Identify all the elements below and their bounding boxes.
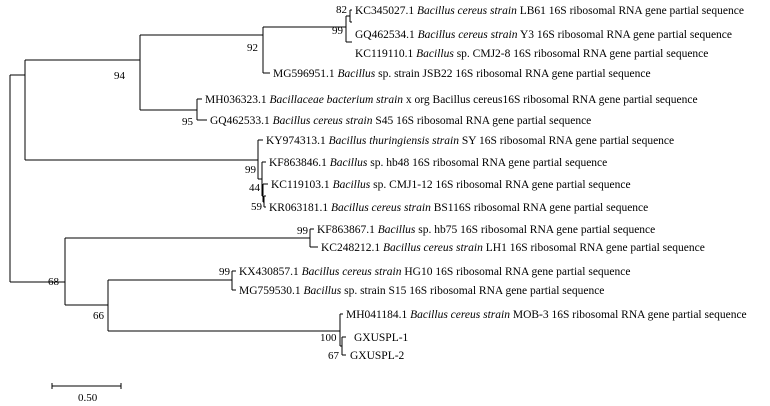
bootstrap-value: 94 [114,70,126,82]
branch-node59 [263,195,266,208]
branch-node99d [108,270,236,291]
leaf-label: KF863867.1 Bacillus sp. hb75 16S ribosom… [317,224,655,236]
leaf-label: KF863846.1 Bacillus sp. hb48 16S ribosom… [269,157,607,169]
bootstrap-value: 99 [245,164,257,176]
bootstrap-value: 67 [328,350,340,362]
bootstrap-value: 100 [320,332,337,344]
branch-node99c [65,228,318,248]
leaf-label: KX430857.1 Bacillus cereus strain HG10 1… [239,266,631,278]
bootstrap-value: 95 [182,116,194,128]
leaf-label: GQ462534.1 Bacillus cereus strain Y3 16S… [355,29,732,41]
branch-node44 [262,183,268,202]
branch-node66 [65,280,109,331]
bootstrap-value: 68 [48,276,60,288]
leaf-label: KY974313.1 Bacillus thuringiensis strain… [266,135,674,147]
leaf-label: MH041184.1 Bacillus cereus strain MOB-3 … [346,309,747,321]
bootstrap-value: 99 [219,266,231,278]
bootstrap-values: 82 99 92 94 95 99 44 59 99 99 100 67 68 … [48,4,347,362]
branch-node67 [340,336,346,356]
branch-node99b [258,161,266,196]
leaf-label: GXUSPL-1 [354,332,409,344]
leaf-label: MG596951.1 Bacillus sp. strain JSB22 16S… [273,68,651,80]
branch-node94 [25,35,141,110]
bootstrap-value: 99 [297,225,309,237]
leaf-label: GXUSPL-2 [350,350,405,362]
bootstrap-value: 82 [336,4,347,16]
leaf-label: GQ462533.1 Bacillus cereus strain S45 16… [210,115,591,127]
branch-node99a [263,16,352,43]
leaf-label: KC345027.1 Bacillus cereus strain LB61 1… [355,5,744,17]
scale-bar-label: 0.50 [78,392,98,404]
leaf-label: KC119110.1 Bacillus sp. CMJ2-8 16S ribos… [355,48,708,60]
tree-branches [9,9,352,389]
leaf-label: KC248212.1 Bacillus cereus strain LH1 16… [321,242,705,254]
leaf-labels: KC345027.1 Bacillus cereus strain LB61 1… [205,5,747,362]
scale-bar [51,383,122,389]
leaf-label: KR063181.1 Bacillus cereus strain BS116S… [269,202,648,214]
branch-node95 [140,98,207,121]
branch-node-thuringiensis [25,139,263,179]
leaf-label: MG759530.1 Bacillus sp. strain S15 16S r… [239,285,604,297]
bootstrap-value: 66 [93,310,105,322]
bootstrap-value: 59 [251,201,263,213]
branch-node82 [346,9,352,23]
bootstrap-value: 44 [249,182,261,194]
leaf-label: KC119103.1 Bacillus sp. CMJ1-12 16S ribo… [271,179,631,191]
bootstrap-value: 99 [332,25,344,37]
bootstrap-value: 92 [247,42,258,54]
branch-node100 [108,313,343,346]
branch-node92 [140,27,270,74]
leaf-label: MH036323.1 Bacillaceae bacterium strain … [205,94,698,106]
